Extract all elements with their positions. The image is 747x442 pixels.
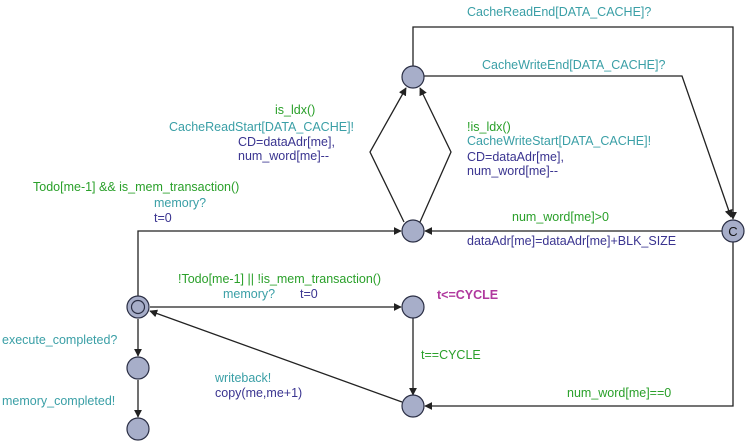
location-cycle-wait[interactable] [401,295,425,319]
label-memory-completed-sync: memory_completed! [2,394,115,408]
committed-marker: C [728,224,737,239]
label-invariant: t<=CYCLE [437,288,498,302]
edge-num-word-zero[interactable] [424,242,734,410]
label-read-update-1: CD=dataAdr[me], [238,135,335,149]
location-cache-request[interactable] [401,219,425,243]
label-read-update-2: num_word[me]-- [238,149,329,163]
label-cache-write-end: CacheWriteEnd[DATA_CACHE]? [482,58,665,72]
label-done-guard: num_word[me]==0 [567,386,671,400]
edge-cache-read-start[interactable] [369,87,407,223]
label-writeback-sync: writeback! [214,371,271,385]
label-mem-update: t=0 [154,211,172,225]
location-writeback[interactable] [401,394,425,418]
edge-cache-write-end[interactable] [424,75,733,218]
label-mem-sync: memory? [154,196,206,210]
label-read-sync: CacheReadStart[DATA_CACHE]! [169,120,354,134]
location-cache-wait[interactable] [401,65,425,89]
edge-cache-write-start[interactable] [419,87,452,223]
location-final[interactable] [126,417,150,441]
label-write-update-1: CD=dataAdr[me], [467,150,564,164]
label-write-update-2: num_word[me]-- [467,164,558,178]
location-initial-inner [130,299,146,315]
label-read-guard: is_ldx() [275,103,315,117]
label-write-sync: CacheWriteStart[DATA_CACHE]! [467,134,651,148]
label-writeback-update: copy(me,me+1) [215,386,302,400]
label-execute-sync: execute_completed? [2,333,117,347]
location-executed[interactable] [126,356,150,380]
edge-cache-read-end[interactable] [412,26,737,220]
label-nomem-update: t=0 [300,287,318,301]
edge-writeback[interactable] [149,309,403,403]
label-write-guard: !is_ldx() [467,120,511,134]
label-cycle-guard: t==CYCLE [421,348,481,362]
location-committed[interactable] [721,219,745,243]
label-loop-update: dataAdr[me]=dataAdr[me]+BLK_SIZE [467,234,676,248]
label-nomem-sync: memory? [223,287,275,301]
label-nomem-guard: !Todo[me-1] || !is_mem_transaction() [178,272,381,286]
edge-memory-transaction[interactable] [137,227,402,296]
label-cache-read-end: CacheReadEnd[DATA_CACHE]? [467,5,651,19]
label-mem-guard: Todo[me-1] && is_mem_transaction() [33,180,239,194]
label-loop-guard: num_word[me]>0 [512,210,609,224]
